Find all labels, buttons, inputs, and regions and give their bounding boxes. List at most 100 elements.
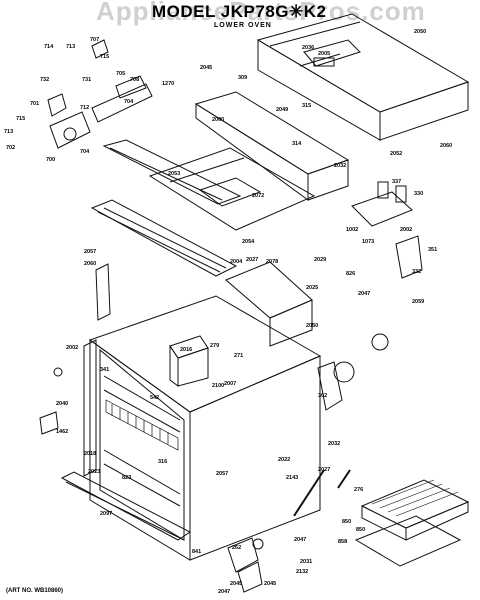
part-number-label: 2036 xyxy=(302,45,315,51)
part-number-label: 2047 xyxy=(218,589,231,595)
front-rail-upper xyxy=(102,139,242,205)
part-number-label: 705 xyxy=(116,71,126,77)
part-number-label: 701 xyxy=(30,101,40,107)
part-number-label: 309 xyxy=(238,75,248,81)
part-number-label: 542 xyxy=(150,395,160,401)
part-number-label: 2018 xyxy=(84,451,97,457)
part-number-label: 2016 xyxy=(180,347,193,353)
part-number-label: 707 xyxy=(90,37,100,43)
part-number-label: 2005 xyxy=(318,51,331,57)
part-number-label: 712 xyxy=(80,105,90,111)
part-number-label: 714 xyxy=(44,44,54,50)
part-number-label: 841 xyxy=(192,549,202,555)
part-number-label: 2007 xyxy=(224,381,237,387)
part-number-label: 2057 xyxy=(216,471,229,477)
part-number-label: 2049 xyxy=(276,107,289,113)
part-number-label: 732 xyxy=(40,77,50,83)
part-number-label: 713 xyxy=(4,129,14,135)
broiler-pan xyxy=(354,479,470,567)
part-number-label: 2004 xyxy=(230,259,243,265)
oven-cavity xyxy=(88,295,322,561)
part-number-label: 2002 xyxy=(400,227,413,233)
part-number-label: 2050 xyxy=(306,323,319,329)
part-number-label: 702 xyxy=(6,145,16,151)
part-number-label: 823 xyxy=(122,475,132,481)
part-number-label: 858 xyxy=(338,539,348,545)
part-number-label: 302 xyxy=(318,393,328,399)
watermark: AppliancePartsPros.com xyxy=(96,0,426,26)
top-rear-panel xyxy=(256,13,470,141)
duct-box xyxy=(169,335,209,387)
part-number-label: 2100 xyxy=(212,383,225,389)
part-number-label: 2023 xyxy=(88,469,101,475)
part-number-label: 2078 xyxy=(266,259,279,265)
part-number-label: 1270 xyxy=(162,81,175,87)
part-number-label: 2047 xyxy=(358,291,371,297)
part-number-label: 2027 xyxy=(318,467,331,473)
part-number-label: 2022 xyxy=(278,457,291,463)
part-number-label: 2031 xyxy=(300,559,313,565)
part-number-label: 2059 xyxy=(412,299,425,305)
part-number-label: 2040 xyxy=(56,401,69,407)
art-number: (ART NO. WB10860) xyxy=(6,588,64,594)
part-number-label: 2057 xyxy=(84,249,97,255)
part-number-label: 330 xyxy=(414,191,424,197)
left-brackets xyxy=(47,39,153,149)
part-number-label: 2025 xyxy=(306,285,319,291)
part-number-label: 1073 xyxy=(362,239,375,245)
part-number-label: 276 xyxy=(354,487,364,493)
part-number-label: 715 xyxy=(100,54,110,60)
part-number-label: 341 xyxy=(100,367,110,373)
part-number-label: 704 xyxy=(80,149,90,155)
section-subtitle: LOWER OVEN xyxy=(214,22,272,29)
part-number-label: 314 xyxy=(292,141,302,147)
left-side-pieces xyxy=(39,263,111,435)
part-number-label: 2050 xyxy=(414,29,427,35)
part-number-label: 2097 xyxy=(100,511,113,517)
duct-2032 xyxy=(194,91,350,201)
part-number-label: 708 xyxy=(130,77,140,83)
trim-strip xyxy=(90,199,238,277)
part-number-label: 315 xyxy=(302,103,312,109)
part-number-label: 2054 xyxy=(242,239,255,245)
part-number-label: 826 xyxy=(346,271,356,277)
part-number-label: 351 xyxy=(428,247,438,253)
part-number-label: 2132 xyxy=(296,569,309,575)
part-number-label: 700 xyxy=(46,157,56,163)
part-number-label: 2045 xyxy=(264,581,277,587)
part-number-label: 316 xyxy=(158,459,168,465)
part-number-label: 279 xyxy=(210,343,220,349)
part-number-label: 2000 xyxy=(212,117,225,123)
part-number-label: 1002 xyxy=(346,227,359,233)
part-number-label: 332 xyxy=(412,269,422,275)
part-number-label: 2143 xyxy=(286,475,299,481)
side-duct xyxy=(225,261,313,347)
part-number-label: 715 xyxy=(16,116,26,122)
heating-element xyxy=(293,469,351,517)
part-number-label: 1462 xyxy=(56,429,69,435)
part-number-label: 850 xyxy=(342,519,352,525)
oven-rack xyxy=(105,399,179,451)
part-number-label: 2060 xyxy=(440,143,453,149)
part-number-label: 262 xyxy=(232,545,242,551)
part-number-label: 2032 xyxy=(334,163,347,169)
right-components xyxy=(317,181,423,411)
part-number-label: 2047 xyxy=(294,537,307,543)
model-title: MODEL JKP78G✳K2 xyxy=(152,2,327,21)
part-number-label: 2045 xyxy=(230,581,243,587)
part-number-label: 337 xyxy=(392,179,402,185)
kick-trim xyxy=(60,471,191,541)
part-number-label: 731 xyxy=(82,77,92,83)
hinge-parts xyxy=(227,537,264,593)
part-number-label: 850 xyxy=(356,527,366,533)
part-number-label: 713 xyxy=(66,44,76,50)
part-number-label: 2027 xyxy=(246,257,259,263)
part-number-label: 2029 xyxy=(314,257,327,263)
part-number-label: 2032 xyxy=(328,441,341,447)
part-number-label: 271 xyxy=(234,353,244,359)
part-number-label: 2072 xyxy=(252,193,265,199)
part-number-label: 2053 xyxy=(168,171,181,177)
left-liner xyxy=(83,339,97,477)
